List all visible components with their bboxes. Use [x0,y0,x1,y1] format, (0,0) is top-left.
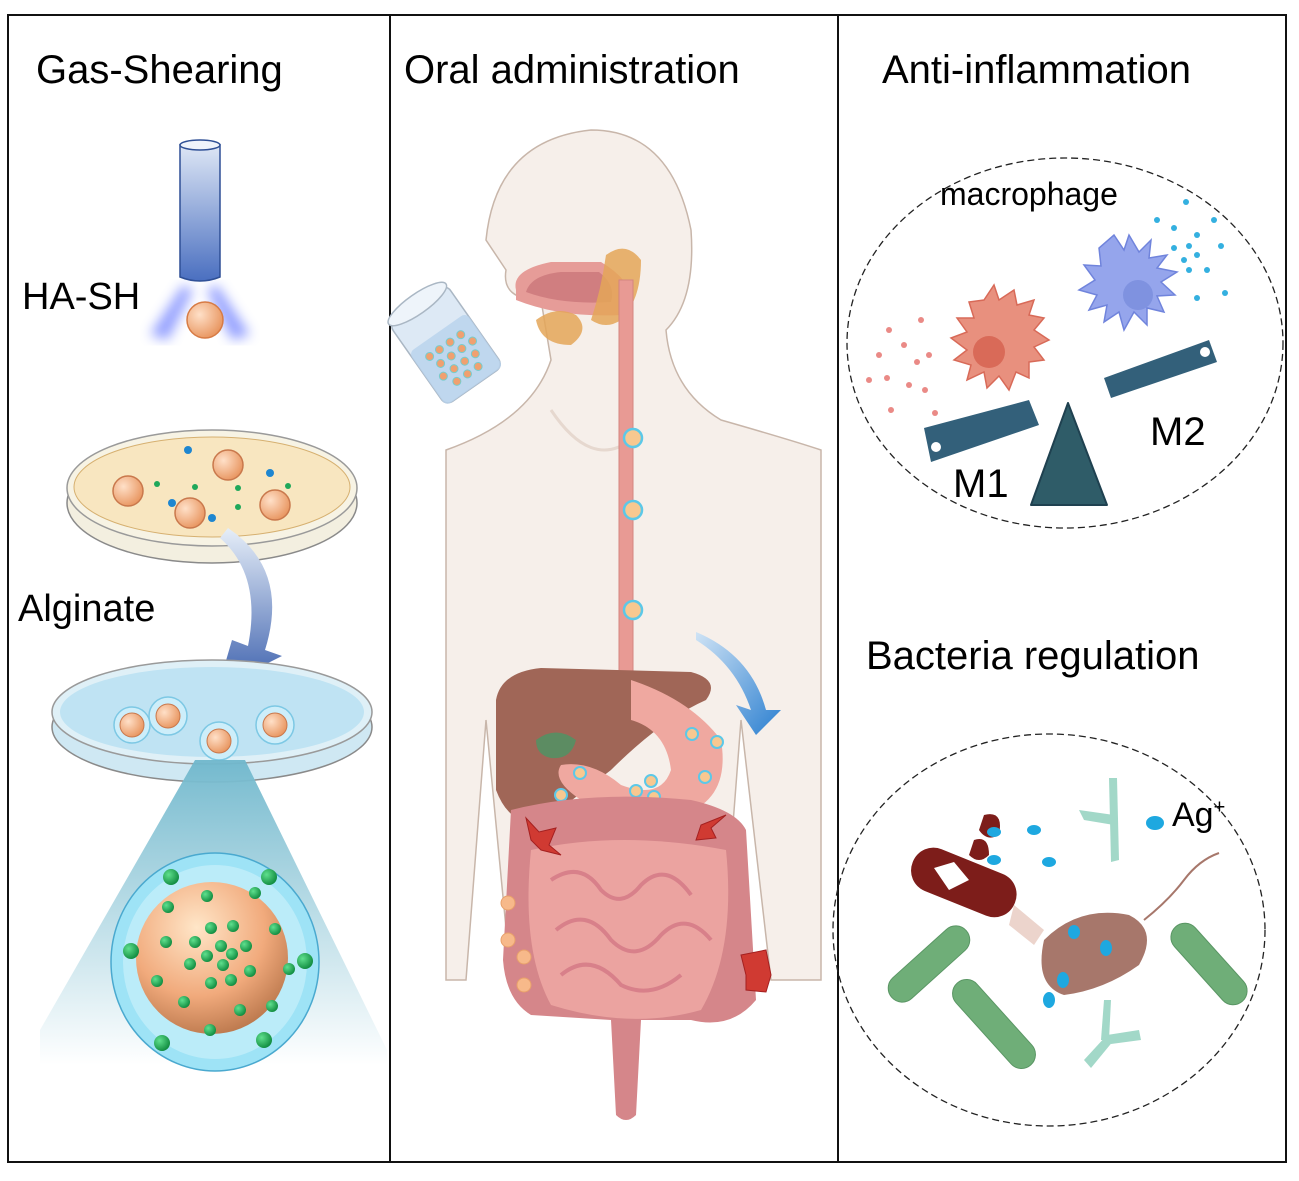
label-m1: M1 [953,462,1009,506]
droplet-bead-icon [186,301,224,339]
m2-macrophage-icon [1077,233,1179,332]
panel-title-anti-inflammation: Anti-inflammation [882,48,1192,92]
transfer-arrow-icon [218,528,282,688]
gallbladder-icon [536,732,576,759]
gas-jet-icon [150,285,250,340]
label-ha-sh: HA-SH [22,276,141,318]
panel-title-oral-administration: Oral administration [404,48,740,92]
inflammation-sites-icon [525,814,772,993]
petri-dish-hashes-icon [66,429,358,564]
panel-divider-2 [837,14,839,1163]
panel-subtitle-bacteria-regulation: Bacteria regulation [866,634,1200,678]
bacteria-boundary [832,733,1266,1127]
m2-cytokines-icon [1154,199,1228,301]
esophagus-microspheres-icon [622,427,644,621]
flagellated-bacterium-icon [1009,852,1220,995]
bifidobacteria-icon [1079,778,1141,1068]
balance-seesaw-icon [924,340,1217,506]
nanoparticles-icon [123,869,313,1051]
lysed-bacterium-icon [911,814,1017,918]
stomach-microspheres-icon [554,727,724,804]
petri-dish-alginate-icon [51,659,373,783]
label-alginate: Alginate [18,588,156,630]
gas-shearing-illustration [40,139,387,1072]
label-ag-ion: Ag+ [1172,796,1226,834]
anti-inflammation-illustration [832,157,1284,1127]
label-m2: M2 [1150,410,1206,454]
digestion-arrow-icon [696,632,781,735]
colon-beads-icon [500,895,532,993]
panel-title-gas-shearing: Gas-Shearing [36,48,283,92]
microsphere-cup-icon [387,281,501,404]
oral-administration-illustration [387,129,822,1120]
intestine-folds-icon [549,870,713,993]
figure-frame [7,14,1287,1163]
nozzle-icon [179,139,221,282]
silver-ions-icon [987,816,1164,1008]
m1-macrophage-icon [949,283,1051,392]
microsphere-detail-icon [110,852,320,1072]
healthy-bacteria-icon [887,922,1248,1069]
stomach-icon [558,680,723,816]
small-intestine-icon [528,840,729,1019]
macrophage-boundary [846,157,1284,529]
m1-cytokines-icon [866,317,938,416]
label-macrophage: macrophage [940,176,1118,212]
panel-divider-1 [389,14,391,1163]
